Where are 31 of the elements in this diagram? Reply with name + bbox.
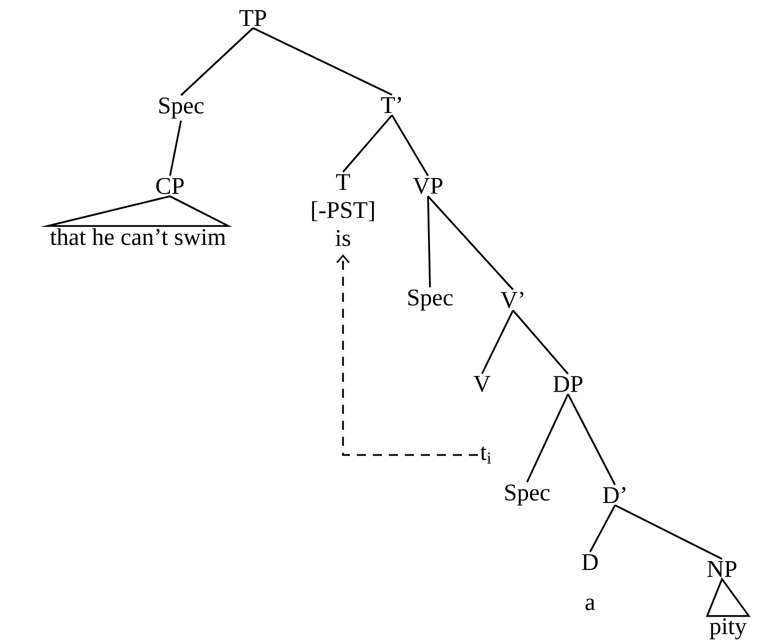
tree-label: pity [710,618,747,640]
tree-label: V’ [500,292,524,308]
movement-arrow [336,254,478,456]
branch-line [427,196,514,290]
tree-label: VP [412,178,442,194]
tree-label: CP [156,178,184,194]
branch-line [512,310,569,375]
branch-line [589,504,616,552]
tree-label: t$_{i}$ [480,446,492,464]
branch-line [526,394,569,483]
tree-label: TP [239,10,266,26]
branch-line [252,27,392,96]
branch-line [427,196,431,288]
tree-label: DP [553,376,582,392]
tree-label: T [-PST] is [312,174,374,246]
tree-label: NP [707,561,736,577]
branch-line [391,114,429,176]
branch-line [614,504,722,560]
branch-line [567,394,616,486]
tree-label: Spec [408,290,453,310]
tree-label: D a [582,554,598,610]
tree-label: D’ [603,487,626,503]
tree-label: V [474,376,490,392]
tree-label: that he can’t swim [50,228,226,246]
branch-line [169,120,182,176]
tree-label: Spec [505,484,550,506]
tree-label: Spec [159,98,204,118]
branch-line [481,310,514,374]
tree-label: T’ [381,97,402,113]
branch-line [180,27,254,96]
branch-line [342,114,393,173]
